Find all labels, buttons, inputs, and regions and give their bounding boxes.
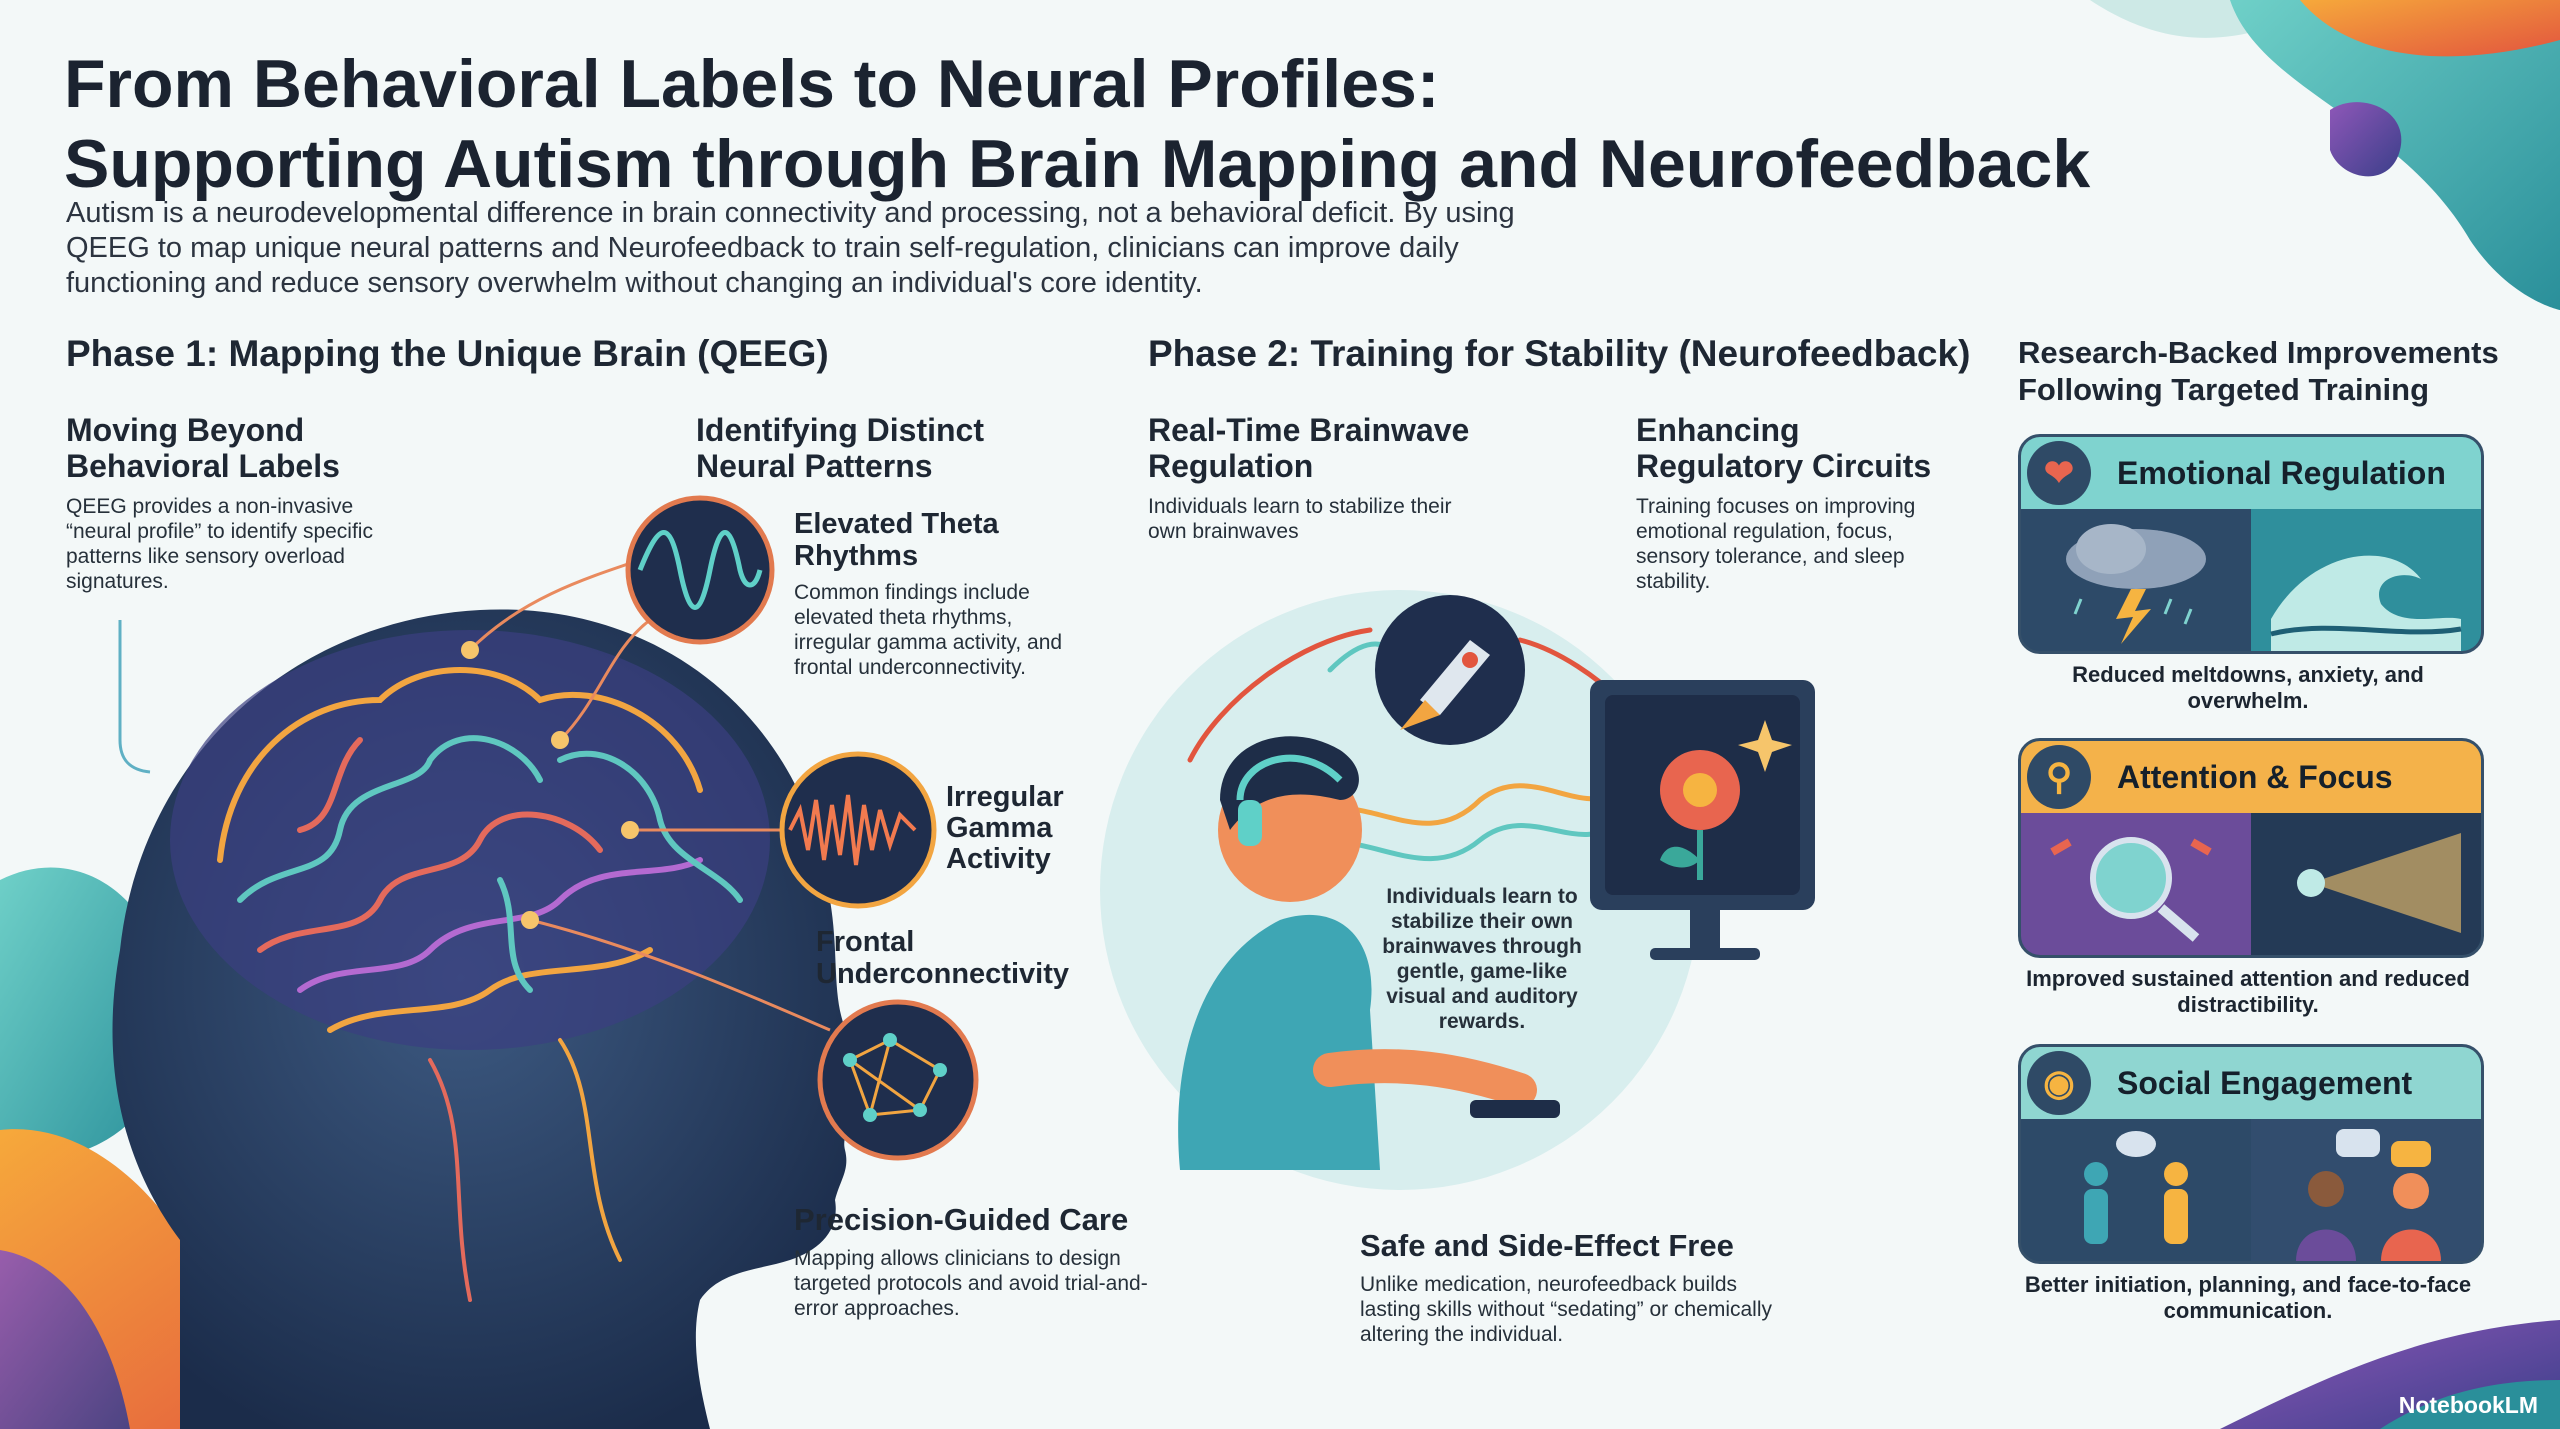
emotional-regulation-caption: Reduced meltdowns, anxiety, and overwhel… [2072, 662, 2424, 713]
precision-text: Mapping allows clinicians to design targ… [794, 1247, 1148, 1320]
enhancing-title: Enhancing Regulatory Circuits [1636, 412, 1931, 484]
people-chat-icon: ◉ [2027, 1051, 2091, 1115]
spotlight-icon [2297, 833, 2461, 933]
theta-title: Elevated Theta Rhythms [794, 508, 999, 572]
heart-pulse-icon: ❤ [2027, 441, 2091, 505]
social-engagement-caption: Better initiation, planning, and face-to… [2024, 1272, 2472, 1323]
focus-lens-icon [2050, 837, 2212, 942]
magnifier-panel [2021, 813, 2251, 955]
realtime-title: Real-Time Brainwave Regulation [1148, 412, 1469, 484]
page-title-line1: From Behavioral Labels to Neural Profile… [64, 46, 1440, 122]
attention-focus-card: ⚲ Attention & Focus [2018, 738, 2484, 958]
wave-panel [2251, 509, 2481, 651]
safe-text: Unlike medication, neurofeedback builds … [1360, 1273, 1772, 1346]
patterns-title-line1: Identifying Distinct [696, 412, 984, 448]
social-engagement-card: ◉ Social Engagement [2018, 1044, 2484, 1264]
precision-title: Precision-Guided Care [794, 1202, 1129, 1237]
beyond-title-line1: Moving Beyond [66, 412, 305, 448]
emotional-regulation-label: Emotional Regulation [2117, 455, 2446, 491]
spotlight-panel [2251, 813, 2481, 955]
research-title-line1: Research-Backed Improvements [2018, 335, 2499, 370]
beyond-title-line2: Behavioral Labels [66, 448, 340, 484]
gamma-label-line1: Irregular [946, 781, 1064, 813]
realtime-text: Individuals learn to stabilize their own… [1148, 495, 1452, 543]
social-engagement-label: Social Engagement [2117, 1065, 2413, 1101]
research-title: Research-Backed Improvements Following T… [2018, 334, 2499, 408]
conversation-icon [2296, 1129, 2441, 1261]
two-people-icon [2084, 1131, 2188, 1244]
patterns-title: Identifying Distinct Neural Patterns [696, 412, 984, 484]
realtime-title-line1: Real-Time Brainwave [1148, 412, 1470, 448]
page-title: From Behavioral Labels to Neural Profile… [64, 44, 2144, 204]
people-panel [2021, 1119, 2251, 1261]
enhancing-text: Training focuses on improving emotional … [1636, 495, 1916, 593]
scene-caption: Individuals learn to stabilize their own… [1382, 885, 1582, 1033]
conversation-panel [2251, 1119, 2481, 1261]
theta-title-line1: Elevated Theta [794, 508, 999, 540]
magnifier-icon: ⚲ [2027, 745, 2091, 809]
research-title-line2: Following Targeted Training [2018, 372, 2430, 407]
frontal-label: Frontal Underconnectivity [816, 926, 1069, 990]
beyond-title: Moving Beyond Behavioral Labels [66, 412, 340, 484]
frontal-label-line2: Underconnectivity [816, 958, 1069, 990]
attention-focus-head: ⚲ Attention & Focus [2021, 741, 2481, 813]
phase2-title: Phase 2: Training for Stability (Neurofe… [1148, 333, 1971, 374]
brand-label: NotebookLM [2398, 1392, 2538, 1418]
gamma-label-line2: Gamma [946, 812, 1053, 844]
storm-cloud-icon [2066, 524, 2206, 644]
phase1-title: Phase 1: Mapping the Unique Brain (QEEG) [66, 333, 829, 374]
frontal-label-line1: Frontal [816, 926, 915, 958]
ocean-wave-icon [2270, 555, 2462, 651]
theta-text: Common findings include elevated theta r… [794, 581, 1063, 679]
social-engagement-head: ◉ Social Engagement [2021, 1047, 2481, 1119]
page-title-line2: Supporting Autism through Brain Mapping … [64, 126, 2091, 202]
patterns-title-line2: Neural Patterns [696, 448, 933, 484]
beyond-text: QEEG provides a non-invasive “neural pro… [66, 495, 373, 593]
emotional-regulation-card: ❤ Emotional Regulation [2018, 434, 2484, 654]
realtime-title-line2: Regulation [1148, 448, 1314, 484]
gamma-label: Irregular Gamma Activity [946, 782, 1064, 875]
theta-title-line2: Rhythms [794, 540, 919, 572]
emotional-regulation-head: ❤ Emotional Regulation [2021, 437, 2481, 509]
storm-panel [2021, 509, 2251, 651]
attention-focus-caption: Improved sustained attention and reduced… [2026, 966, 2470, 1017]
enhancing-title-line2: Regulatory Circuits [1636, 448, 1932, 484]
enhancing-title-line1: Enhancing [1636, 412, 1800, 448]
gamma-label-line3: Activity [946, 843, 1051, 875]
intro-paragraph: Autism is a neurodevelopmental differenc… [66, 197, 1515, 299]
attention-focus-label: Attention & Focus [2117, 759, 2393, 795]
safe-title: Safe and Side-Effect Free [1360, 1228, 1734, 1263]
